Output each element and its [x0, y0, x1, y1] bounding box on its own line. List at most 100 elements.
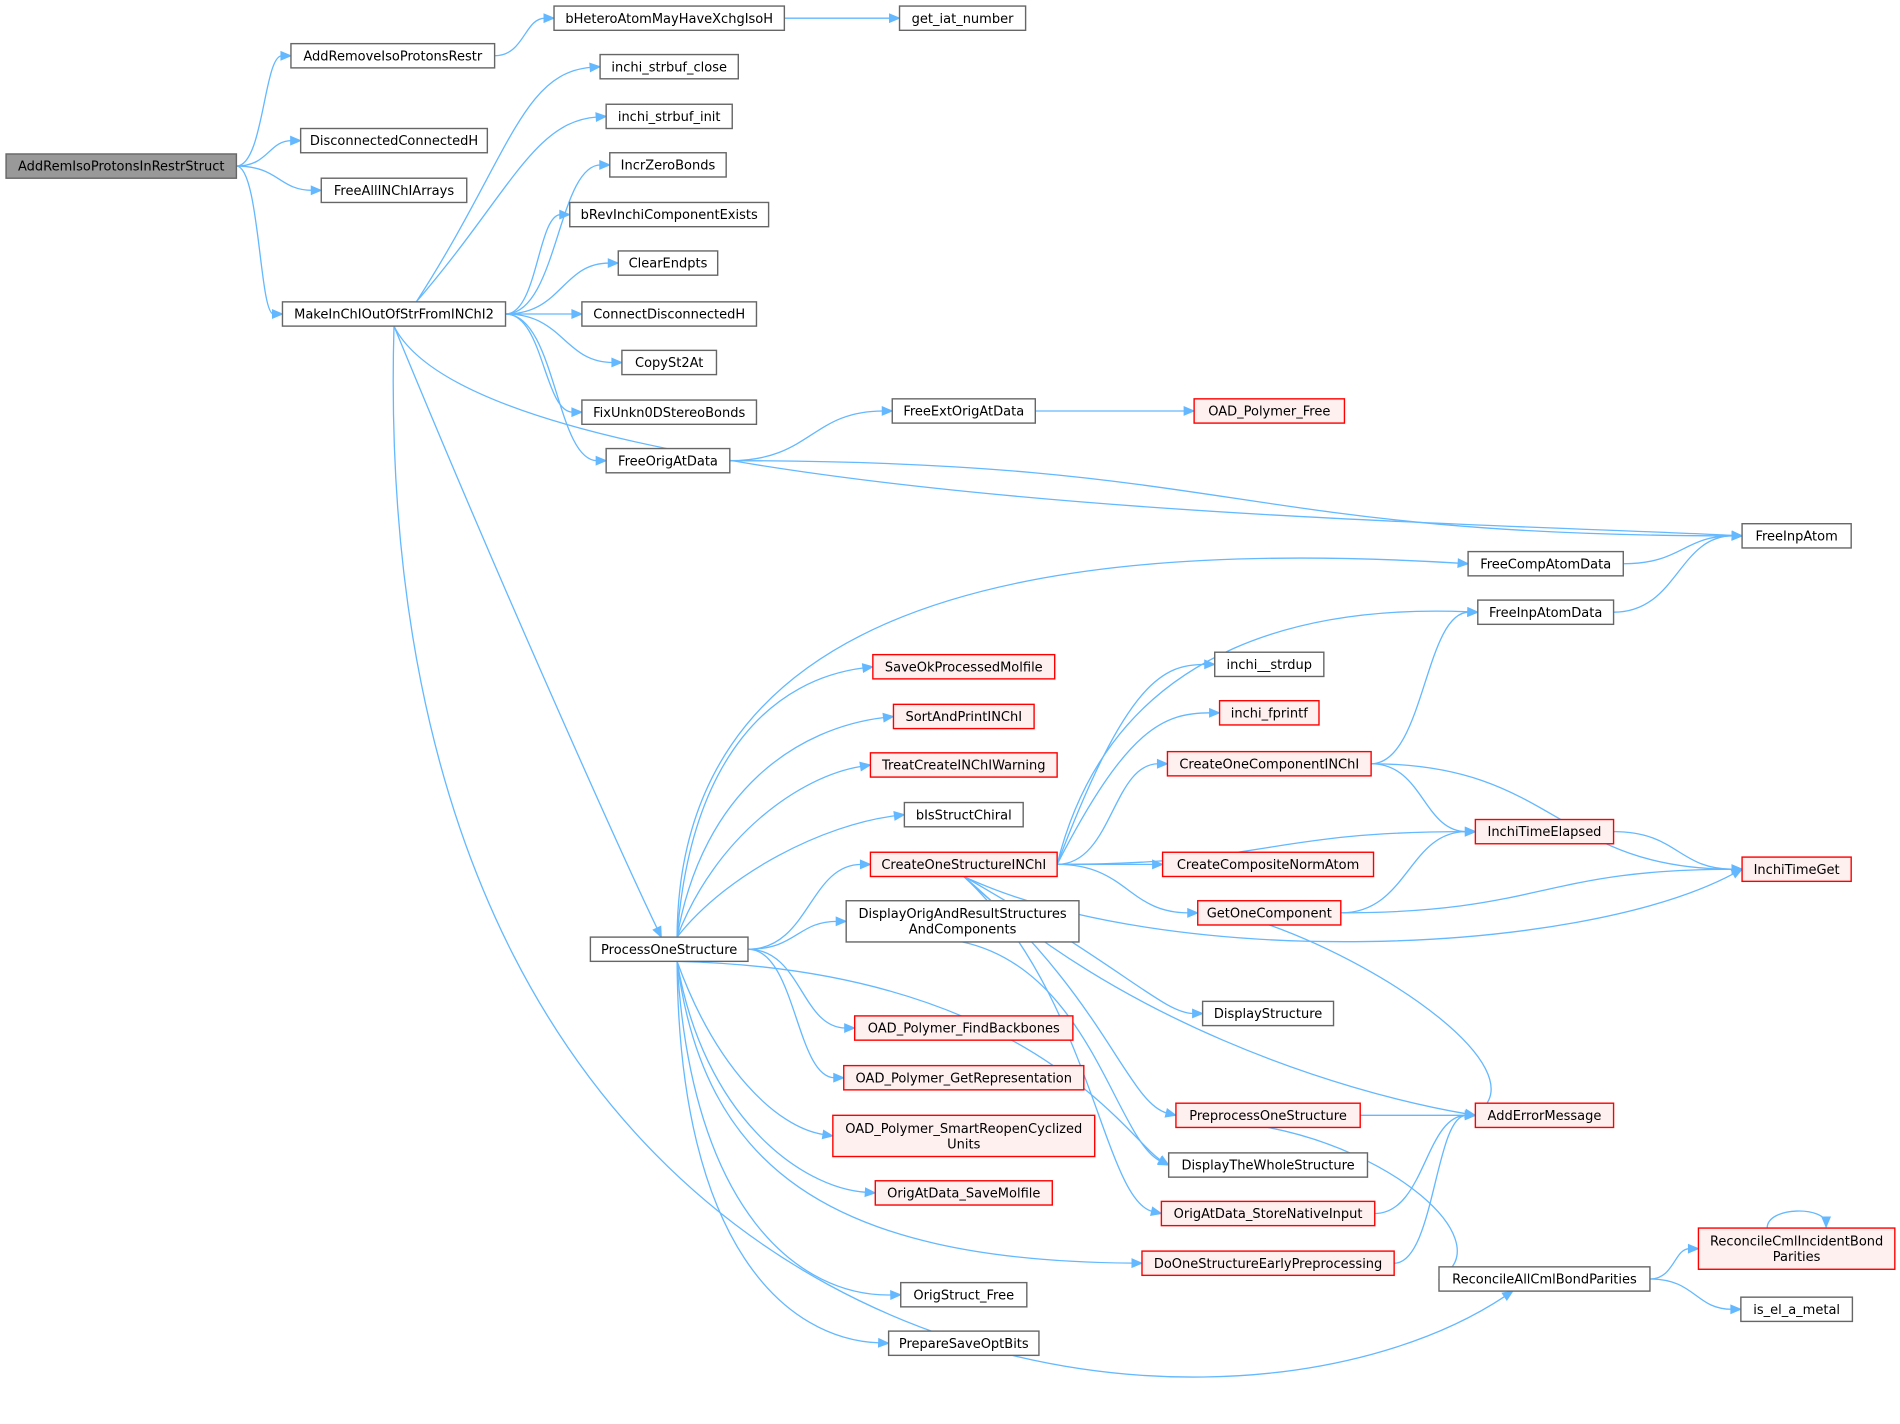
edge-line [236, 165, 275, 315]
edge-arrowhead [1157, 1156, 1170, 1166]
node-add-remove-iso-protons-restr[interactable]: AddRemoveIsoProtonsRestr [290, 42, 496, 69]
node-label: CreateOneComponentINChI [1179, 757, 1359, 772]
edge-process-one-structure-to-sort-and-print-inch-i [676, 712, 895, 938]
node-create-composite-norm-atom[interactable]: CreateCompositeNormAtom [1161, 851, 1375, 878]
node-label: FreeExtOrigAtData [903, 405, 1024, 420]
node-process-one-structure[interactable]: ProcessOneStructure [589, 936, 749, 963]
node-free-comp-atom-data[interactable]: FreeCompAtomData [1467, 550, 1624, 577]
node-free-inp-atom[interactable]: FreeInpAtom [1741, 523, 1852, 549]
node-reconcile-all-cml-bond-parities[interactable]: ReconcileAllCmlBondParities [1438, 1266, 1651, 1292]
node-orig-at-data-store-native-input[interactable]: OrigAtData_StoreNativeInput [1160, 1200, 1376, 1227]
node-oad-polymer-get-representation[interactable]: OAD_Polymer_GetRepresentation [843, 1064, 1085, 1091]
node-box [1474, 1102, 1615, 1129]
node-orig-at-data-save-molfile[interactable]: OrigAtData_SaveMolfile [874, 1180, 1053, 1206]
node-b-hetero-atom-may-have-xchg-iso-h[interactable]: bHeteroAtomMayHaveXchgIsoH [553, 5, 786, 32]
edge-line [415, 66, 592, 303]
node-fix-unkn0-dstereo-bonds[interactable]: FixUnkn0DStereoBonds [581, 399, 758, 426]
node-inchi-fprintf[interactable]: inchi_fprintf [1218, 700, 1320, 726]
edge-arrowhead [559, 209, 572, 220]
node-add-error-message[interactable]: AddErrorMessage [1474, 1102, 1615, 1129]
node-inchi-time-elapsed[interactable]: InchiTimeElapsed [1474, 818, 1615, 845]
edge-line [1056, 712, 1211, 865]
edge-arrowhead [1730, 1304, 1743, 1315]
node-do-one-structure-early-preprocessing[interactable]: DoOneStructureEarlyPreprocessing [1141, 1250, 1395, 1277]
edge-line [505, 213, 561, 315]
node-add-rem-iso-protons-in-restr-struct[interactable]: AddRemIsoProtonsInRestrStruct [5, 153, 238, 179]
node-box [892, 703, 1035, 730]
node-box [1197, 900, 1342, 926]
edge-arrowhead [652, 925, 662, 939]
edge-line [1613, 830, 1734, 870]
node-get-iat-number[interactable]: get_iat_number [898, 5, 1027, 32]
node-free-orig-at-data[interactable]: FreeOrigAtData [605, 447, 731, 474]
node-create-one-structure-inch-i[interactable]: CreateOneStructureINChI [869, 851, 1058, 878]
node-free-inp-atom-data[interactable]: FreeInpAtomData [1477, 599, 1615, 626]
node-box [874, 1180, 1053, 1206]
node-inchi-strdup[interactable]: inchi__strdup [1214, 651, 1325, 678]
node-connect-disconnected-h[interactable]: ConnectDisconnectedH [581, 301, 758, 327]
node-display-the-whole-structure[interactable]: DisplayTheWholeStructure [1167, 1152, 1369, 1178]
edge-get-one-component-to-inchi-time-get [1340, 864, 1744, 914]
node-free-ext-orig-at-data[interactable]: FreeExtOrigAtData [891, 398, 1037, 424]
node-copy-st2-at[interactable]: CopySt2At [621, 349, 718, 376]
node-incr-zero-bonds[interactable]: IncrZeroBonds [609, 152, 727, 178]
node-label: FreeCompAtomData [1480, 557, 1611, 572]
edge-arrowhead [589, 62, 602, 73]
node-treat-create-inch-iwarning[interactable]: TreatCreateINChIWarning [869, 752, 1058, 778]
edge-line [1269, 924, 1492, 1110]
node-is-el-a-metal[interactable]: is_el_a_metal [1740, 1296, 1854, 1323]
node-oad-polymer-free[interactable]: OAD_Polymer_Free [1193, 398, 1346, 424]
node-sort-and-print-inch-i[interactable]: SortAndPrintINChI [892, 703, 1035, 730]
edge-arrowhead [1192, 1008, 1204, 1019]
edge-create-one-structure-inch-i-to-get-one-component [1057, 863, 1200, 918]
node-label: FixUnkn0DStereoBonds [593, 406, 745, 421]
edge-line [676, 716, 885, 938]
edge-arrowhead [271, 309, 284, 319]
node-box [589, 936, 749, 963]
node-box [869, 851, 1058, 878]
edge-line [676, 667, 865, 938]
edge-arrowhead [861, 663, 875, 673]
node-display-orig-and-result-structures-and-components[interactable]: DisplayOrigAndResultStructuresAndCompone… [845, 900, 1080, 943]
node-label: bIsStructChiral [916, 808, 1012, 823]
node-inchi-strbuf-init[interactable]: inchi_strbuf_init [605, 103, 733, 130]
edge-line [1057, 830, 1467, 866]
node-inchi-strbuf-close[interactable]: inchi_strbuf_close [599, 53, 739, 80]
node-box [853, 1015, 1074, 1041]
edge-free-orig-at-data-to-free-ext-orig-at-data [729, 406, 894, 462]
node-b-rev-inchi-component-exists[interactable]: bRevInchiComponentExists [569, 201, 770, 228]
node-label: InchiTimeGet [1754, 863, 1840, 878]
edge-line [962, 941, 1161, 1162]
node-label: ReconcileAllCmlBondParities [1452, 1273, 1637, 1288]
node-label: FreeAllINChIArrays [334, 184, 454, 199]
node-clear-endpts[interactable]: ClearEndpts [617, 250, 719, 276]
edge-line [415, 116, 598, 303]
edge-process-one-structure-to-b-is-struct-chiral [676, 811, 906, 938]
edge-line [676, 961, 825, 1136]
node-box [553, 5, 786, 32]
node-label: AddRemoveIsoProtonsRestr [303, 49, 482, 64]
node-save-ok-processed-molfile[interactable]: SaveOkProcessedMolfile [872, 653, 1056, 680]
node-box [1161, 851, 1375, 878]
node-display-structure[interactable]: DisplayStructure [1201, 1000, 1335, 1027]
node-b-is-struct-chiral[interactable]: bIsStructChiral [903, 801, 1024, 828]
node-orig-struct-free[interactable]: OrigStruct_Free [900, 1281, 1028, 1308]
edge-make-in-ch-iout-of-str-from-inch-i2-to-inchi-strbuf-init [415, 112, 608, 303]
node-preprocess-one-structure[interactable]: PreprocessOneStructure [1175, 1102, 1361, 1129]
node-create-one-component-inch-i[interactable]: CreateOneComponentINChI [1166, 750, 1372, 777]
node-oad-polymer-find-backbones[interactable]: OAD_Polymer_FindBackbones [853, 1015, 1074, 1041]
node-free-all-inch-iarrays[interactable]: FreeAllINChIArrays [320, 177, 468, 204]
node-inchi-time-get[interactable]: InchiTimeGet [1741, 856, 1852, 883]
edge-process-one-structure-to-free-comp-atom-data [676, 557, 1470, 938]
node-disconnected-connected-h[interactable]: DisconnectedConnectedH [299, 127, 489, 154]
node-get-one-component[interactable]: GetOneComponent [1197, 900, 1342, 926]
node-prepare-save-opt-bits[interactable]: PrepareSaveOptBits [887, 1330, 1040, 1357]
node-box [1167, 1152, 1369, 1178]
node-make-in-ch-iout-of-str-from-inch-i2[interactable]: MakeInChIOutOfStrFromINChI2 [281, 301, 507, 327]
node-box [290, 42, 496, 69]
edge-line [1056, 610, 1469, 865]
edges-layer [236, 13, 1832, 1378]
